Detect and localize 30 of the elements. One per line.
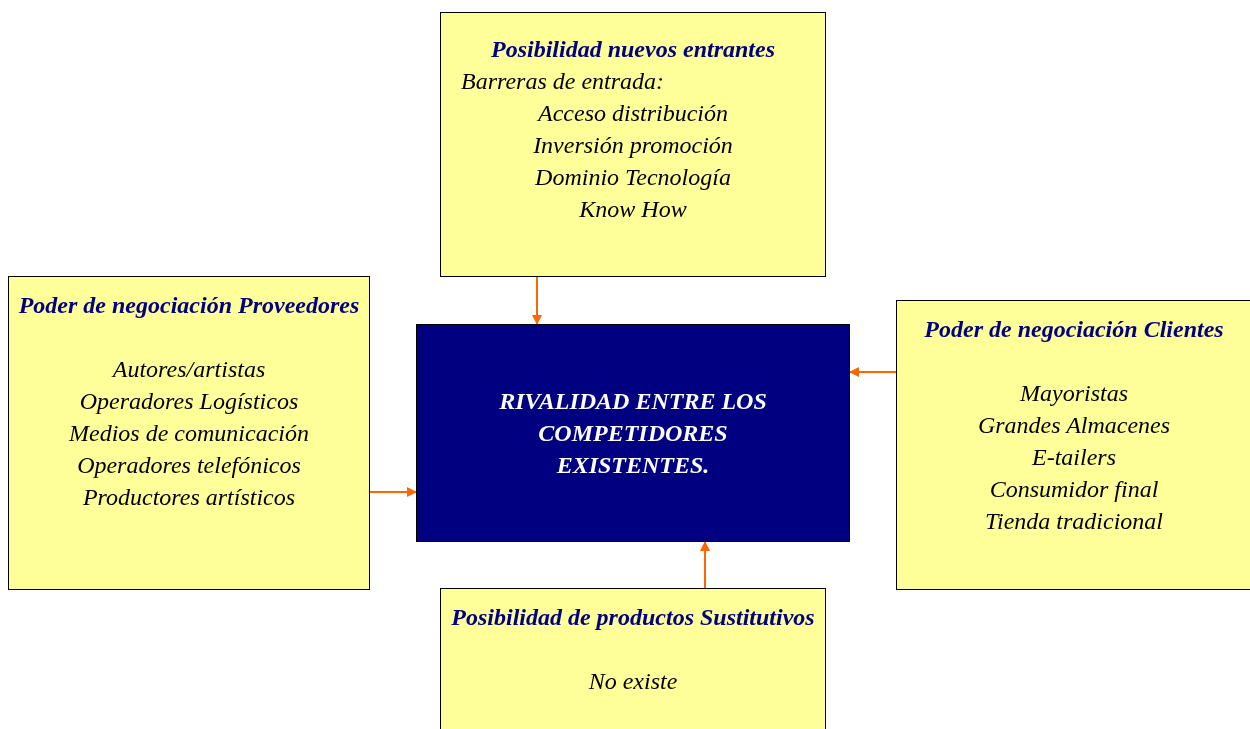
- arrow: [700, 541, 710, 589]
- factor-text: No existe: [587, 667, 679, 696]
- factor-text: Know How: [578, 195, 688, 224]
- force-heading: Poder de negociación Proveedores: [17, 291, 361, 320]
- factor-text: Barreras de entrada:: [460, 67, 666, 96]
- force-box: [440, 588, 826, 729]
- force-heading: Poder de negociación Clientes: [923, 315, 1225, 344]
- rivalry-title: RIVALIDAD ENTRE LOS COMPETIDORES EXISTENTES.: [498, 387, 768, 480]
- factor-text: Medios de comunicación: [68, 419, 310, 448]
- factor-text: Operadores Logísticos: [78, 387, 300, 416]
- arrow: [849, 367, 897, 377]
- factor-text: Acceso distribución: [536, 99, 729, 128]
- arrow: [532, 276, 542, 325]
- factor-text: Consumidor final: [988, 475, 1160, 504]
- arrow: [369, 487, 417, 497]
- factor-text: Inversión promoción: [532, 131, 734, 160]
- factor-text: Autores/artistas: [110, 355, 267, 384]
- factor-text: Grandes Almacenes: [976, 411, 1172, 440]
- factor-text: Productores artísticos: [81, 483, 297, 512]
- factor-text: Mayoristas: [1019, 379, 1129, 408]
- force-heading: Posibilidad nuevos entrantes: [490, 35, 776, 64]
- factor-text: Tienda tradicional: [984, 507, 1164, 536]
- factor-text: Dominio Tecnología: [534, 163, 732, 192]
- force-box: [896, 300, 1250, 590]
- factor-text: Operadores telefónicos: [76, 451, 302, 480]
- force-heading: Posibilidad de productos Sustitutivos: [450, 603, 816, 632]
- factor-text: E-tailers: [1031, 443, 1117, 472]
- force-box: [440, 12, 826, 277]
- rivalry-box: [416, 324, 850, 542]
- force-box: [8, 276, 370, 590]
